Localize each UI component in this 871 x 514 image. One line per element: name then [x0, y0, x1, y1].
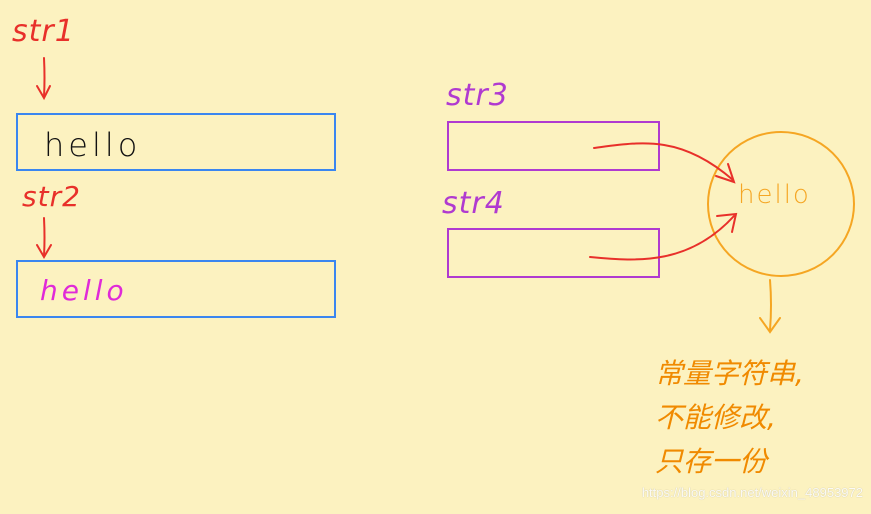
note-line-3: 只存一份 — [655, 445, 768, 478]
constant-pool-circle — [707, 131, 855, 277]
str4-pointer-arrow-icon — [589, 212, 738, 261]
label-str3: str3 — [446, 78, 509, 113]
circle-down-arrow-icon — [759, 279, 781, 334]
str4-box — [447, 228, 660, 278]
note-line-1: 常量字符串, — [655, 357, 804, 390]
str3-pointer-arrow-icon — [593, 142, 736, 184]
str2-down-arrow-icon — [36, 217, 52, 259]
label-str2: str2 — [22, 180, 81, 213]
str2-box — [16, 260, 336, 318]
watermark: https://blog.csdn.net/weixin_48953972 — [641, 485, 863, 500]
note-line-2: 不能修改, — [655, 401, 776, 434]
str3-box — [447, 121, 660, 171]
label-str4: str4 — [442, 186, 505, 221]
str2-value: hello — [40, 274, 128, 307]
constant-hello-text: hello — [738, 180, 811, 210]
constant-string-note: 常量字符串, 不能修改, 只存一份 — [655, 352, 855, 484]
str1-value: hello — [44, 126, 142, 164]
label-str1: str1 — [12, 14, 75, 49]
str1-down-arrow-icon — [36, 57, 51, 101]
str1-box — [16, 113, 336, 171]
